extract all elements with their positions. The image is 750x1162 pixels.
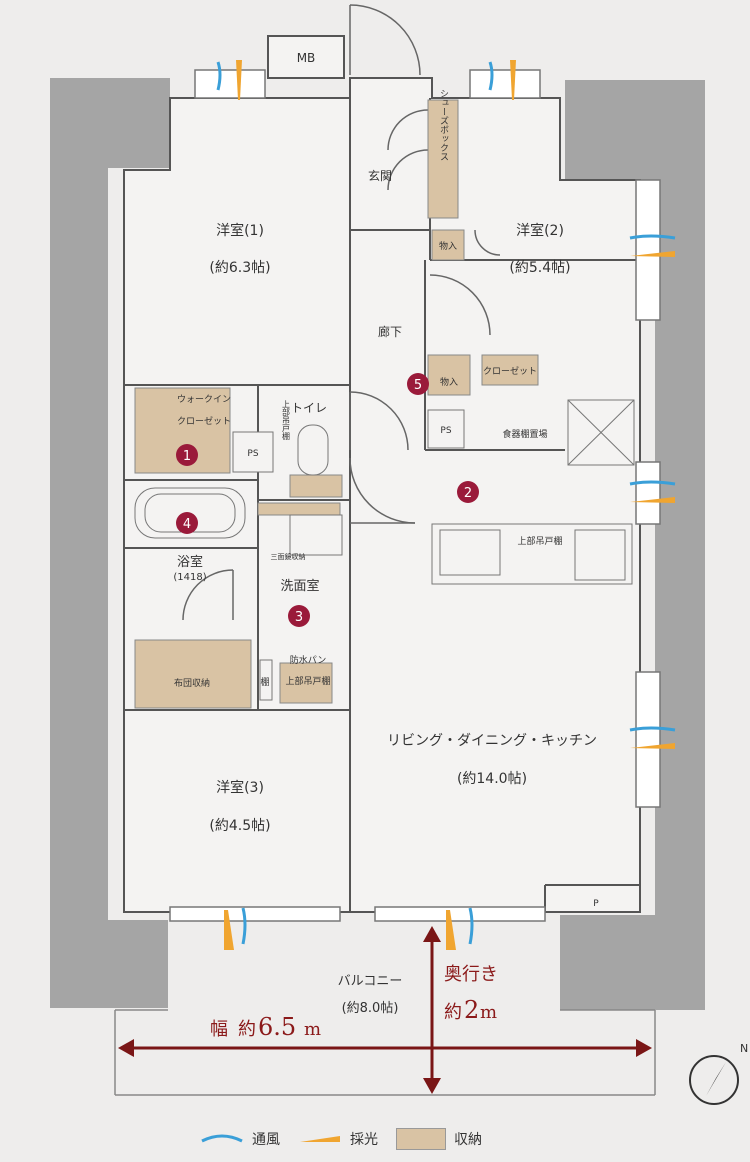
ps-label-1: PS bbox=[247, 449, 258, 459]
upper-cabinet-label: 上部吊戸棚 bbox=[517, 535, 562, 547]
walkin-closet-label-line1: ウォークイン bbox=[177, 394, 231, 405]
depth-dimension: 奥行き 約 2 m bbox=[444, 964, 498, 1024]
svg-text:3: 3 bbox=[295, 610, 303, 625]
mb-box bbox=[267, 35, 345, 79]
walkin-closet-label-line2: クローゼット bbox=[177, 415, 231, 427]
windows bbox=[169, 69, 661, 922]
door-swings bbox=[182, 4, 501, 621]
room-ldk-size: (約14.0帖) bbox=[457, 771, 527, 787]
room-western2-name: 洋室(2) bbox=[516, 222, 564, 239]
room-western1-size: (約6.3帖) bbox=[209, 260, 270, 276]
room-western3-size: (約4.5帖) bbox=[209, 818, 270, 834]
room-western3-name: 洋室(3) bbox=[216, 779, 264, 796]
room-bath-size: (1418) bbox=[173, 572, 206, 583]
storage-label-2: 物入 bbox=[440, 376, 458, 388]
room-balcony-name: バルコニー bbox=[338, 974, 403, 989]
fixture-labels: MB シューズボックス 物入 物入 クローゼット ウォークイン クローゼット P… bbox=[174, 51, 599, 909]
p-label: P bbox=[593, 899, 599, 909]
legend-ventilation-label: 通風 bbox=[252, 1132, 280, 1148]
width-dimension: 幅 約 6.5 m bbox=[210, 1013, 321, 1041]
marker-1: 1 bbox=[176, 444, 198, 466]
depth-approx: 約 bbox=[444, 1002, 462, 1023]
width-value: 6.5 bbox=[258, 1013, 296, 1041]
dimension-arrows bbox=[118, 926, 652, 1094]
compass-north-label: N bbox=[740, 1042, 748, 1055]
depth-label: 奥行き bbox=[444, 964, 498, 985]
ps-label-2: PS bbox=[440, 426, 451, 436]
compass-icon: N bbox=[689, 1042, 748, 1105]
legend-storage: 収納 bbox=[396, 1128, 482, 1150]
storage-swatch bbox=[396, 1128, 446, 1150]
storage-areas bbox=[134, 99, 569, 709]
legend-daylight: 採光 bbox=[298, 1129, 378, 1149]
storage-label-1: 物入 bbox=[439, 240, 457, 252]
svg-text:2: 2 bbox=[464, 486, 472, 501]
waterproof-pan-label: 防水パン bbox=[290, 654, 326, 666]
room-labels: 洋室(1) (約6.3帖) 洋室(2) (約5.4帖) 洋室(3) (約4.5帖… bbox=[173, 168, 597, 1016]
width-approx: 約 bbox=[238, 1019, 256, 1040]
room-toilet: トイレ bbox=[291, 401, 327, 415]
room-bath-name: 浴室 bbox=[177, 554, 203, 570]
legend-daylight-label: 採光 bbox=[350, 1132, 378, 1148]
mirror-storage-label: 三面鏡収納 bbox=[271, 552, 306, 561]
light-icon bbox=[300, 1136, 340, 1142]
svg-text:4: 4 bbox=[183, 517, 191, 532]
balcony-rail bbox=[114, 1009, 656, 1096]
marker-3: 3 bbox=[288, 605, 310, 627]
mb-label: MB bbox=[297, 51, 316, 65]
depth-unit: m bbox=[480, 1002, 497, 1023]
ventilation-icons bbox=[216, 61, 676, 945]
width-unit: m bbox=[304, 1019, 321, 1040]
dish-shelf-label: 食器棚置場 bbox=[502, 428, 547, 440]
room-hallway: 廊下 bbox=[378, 324, 402, 339]
shelf-label: 棚 bbox=[260, 676, 269, 688]
wind-icon bbox=[201, 1134, 243, 1143]
legend-ventilation: 通風 bbox=[200, 1129, 280, 1149]
svg-text:5: 5 bbox=[414, 378, 422, 393]
width-prefix: 幅 bbox=[210, 1019, 228, 1040]
room-entrance: 玄関 bbox=[368, 168, 392, 183]
room-ldk-name: リビング・ダイニング・キッチン bbox=[387, 733, 597, 749]
markers: 1 2 3 4 5 bbox=[176, 373, 479, 627]
room-western1-name: 洋室(1) bbox=[216, 222, 264, 239]
marker-5: 5 bbox=[407, 373, 429, 395]
washroom-upper-cabinet-label: 上部吊戸棚 bbox=[285, 675, 330, 687]
shoebox-label: シューズボックス bbox=[438, 89, 449, 161]
legend-storage-label: 収納 bbox=[454, 1132, 482, 1148]
legend: 通風 採光 収納 bbox=[200, 1128, 482, 1150]
room-western2-size: (約5.4帖) bbox=[509, 260, 570, 276]
daylight-icons bbox=[224, 60, 675, 950]
closet-label: クローゼット bbox=[483, 365, 537, 377]
marker-4: 4 bbox=[176, 512, 198, 534]
depth-value: 2 bbox=[464, 996, 479, 1024]
room-washroom: 洗面室 bbox=[280, 578, 319, 594]
room-balcony-size: (約8.0帖) bbox=[342, 1001, 399, 1016]
toilet-upper-cabinet-label: 上部吊戸棚 bbox=[282, 400, 291, 441]
structure-walls bbox=[50, 78, 705, 1010]
svg-text:1: 1 bbox=[183, 449, 191, 464]
futon-storage-label: 布団収納 bbox=[174, 677, 210, 689]
marker-2: 2 bbox=[457, 481, 479, 503]
